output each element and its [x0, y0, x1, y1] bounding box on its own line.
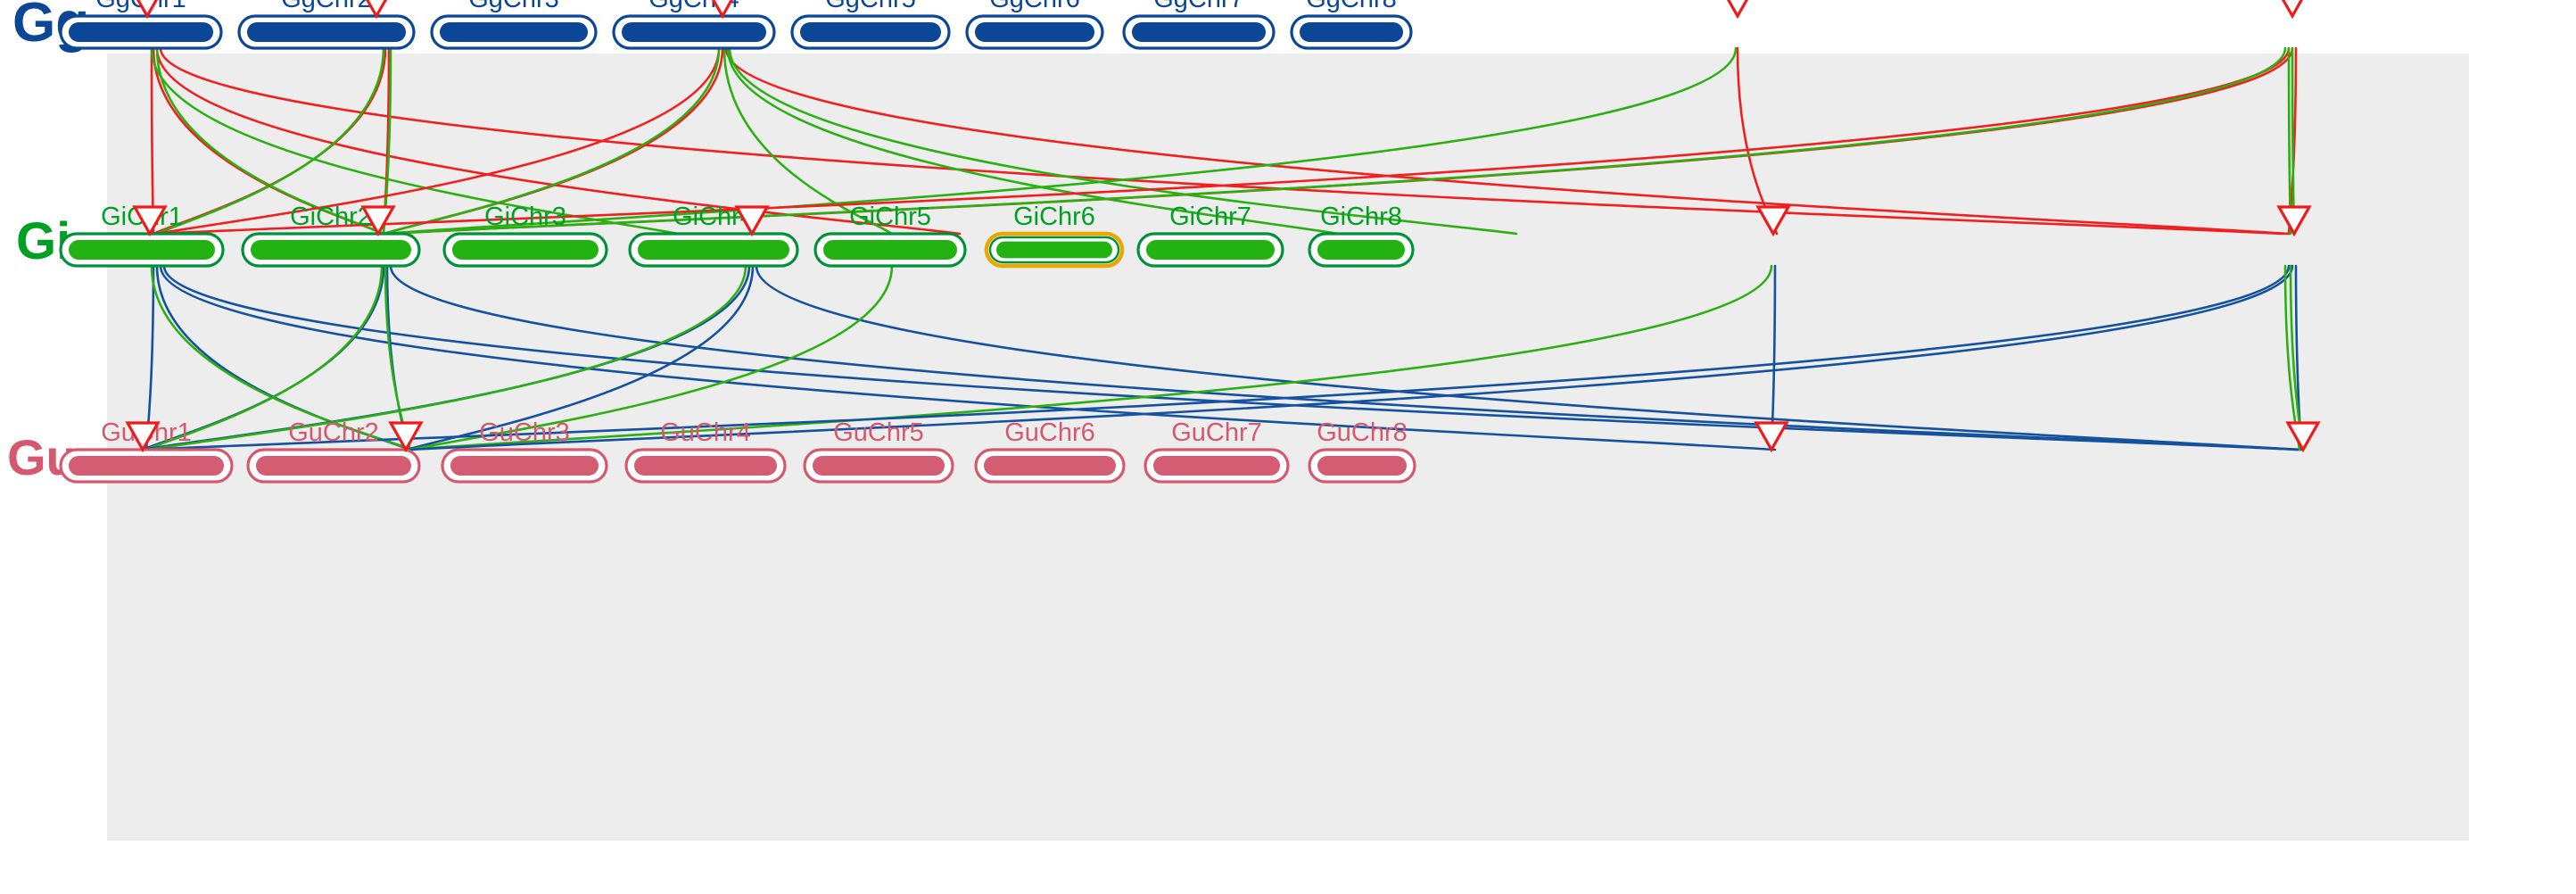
chromosome-label-GuChr2: GuChr2: [288, 418, 379, 447]
chromosome-fill-GgChr6: [975, 22, 1094, 42]
chromosome-fill-GiChr4: [638, 240, 789, 260]
synteny-link-green: [144, 264, 384, 451]
breakpoint-marker-Gg[interactable]: [707, 0, 738, 20]
chromosome-label-GuChr5: GuChr5: [833, 418, 924, 447]
chromosome-label-GiChr5: GiChr5: [849, 203, 931, 231]
breakpoint-marker-Gg[interactable]: [2277, 0, 2308, 20]
chromosome-label-GgChr5: GgChr5: [825, 0, 916, 13]
breakpoint-markers: [125, 0, 2321, 453]
synteny-link-green: [722, 46, 894, 236]
chromosome-fill-GiChr8: [1317, 240, 1405, 260]
chromosome-fill-GgChr8: [1300, 22, 1403, 42]
chromosome-fill-GgChr4: [622, 22, 766, 42]
synteny-link-red: [155, 46, 962, 236]
breakpoint-marker-Gu[interactable]: [2285, 421, 2321, 453]
synteny-link-green: [728, 46, 1518, 236]
synteny-link-green: [148, 264, 747, 451]
chromosome-fill-GgChr3: [440, 22, 588, 42]
chromosome-label-GgChr2: GgChr2: [281, 0, 372, 13]
synteny-link-red: [724, 46, 2291, 236]
chromosome-fill-GgChr1: [69, 22, 213, 42]
synteny-link-blue: [389, 264, 2303, 451]
chromosome-label-GgChr3: GgChr3: [468, 0, 559, 13]
chromosome-fill-GiChr5: [823, 240, 957, 260]
breakpoint-marker-Gi[interactable]: [360, 205, 396, 237]
chromosome-label-GuChr7: GuChr7: [1171, 418, 1262, 447]
chromosome-fill-GuChr4: [634, 456, 777, 476]
chromosome-label-GgChr7: GgChr7: [1153, 0, 1244, 13]
chromosome-label-GgChr6: GgChr6: [989, 0, 1080, 13]
chromosome-label-GiChr2: GiChr2: [290, 203, 372, 231]
chromosome-highlight-inner-GiChr6: [988, 236, 1120, 264]
chromosome-label-GuChr6: GuChr6: [1004, 418, 1095, 447]
chromosome-label-GiChr3: GiChr3: [484, 203, 566, 231]
chromosome-label-GuChr8: GuChr8: [1317, 418, 1408, 447]
synteny-link-blue: [159, 264, 1777, 451]
synteny-link-green: [382, 46, 2287, 236]
synteny-link-red: [155, 46, 721, 236]
synteny-link-green: [155, 46, 385, 236]
synteny-link-green: [405, 264, 1773, 451]
chromosome-row-Gg: GgGgChr1GgChr2GgChr3GgChr4GgChr5GgChr6Gg…: [12, 0, 1413, 54]
synteny-link-blue: [755, 264, 2299, 451]
chromosome-fill-GgChr7: [1132, 22, 1266, 42]
synteny-link-red: [159, 46, 2285, 236]
chromosome-fill-GuChr3: [450, 456, 599, 476]
synteny-link-blue: [407, 264, 2294, 451]
chromosome-fill-GgChr5: [800, 22, 941, 42]
chromosome-fill-GiChr2: [251, 240, 411, 260]
synteny-links-gg-gi: [150, 46, 2298, 236]
chromosome-fill-GuChr7: [1153, 456, 1280, 476]
synteny-link-green: [382, 46, 721, 236]
chromosome-fill-GgChr2: [247, 22, 406, 42]
chromosome-fill-GiChr6: [996, 241, 1112, 259]
breakpoint-marker-Gi[interactable]: [734, 205, 770, 237]
chromosome-label-GiChr6: GiChr6: [1013, 203, 1095, 231]
chromosome-fill-GuChr5: [813, 456, 945, 476]
synteny-link-green: [726, 46, 1340, 236]
synteny-link-green: [409, 264, 894, 451]
chromosome-fill-GuChr6: [984, 456, 1116, 476]
chromosome-label-GgChr8: GgChr8: [1306, 0, 1397, 13]
chromosome-fill-GiChr3: [452, 240, 599, 260]
synteny-link-blue: [405, 264, 755, 451]
chromosome-fill-GuChr2: [256, 456, 411, 476]
chromosome-fill-GuChr8: [1317, 456, 1407, 476]
synteny-link-blue: [162, 264, 2301, 451]
synteny-link-green: [382, 46, 1738, 236]
chromosome-label-GuChr4: GuChr4: [660, 418, 751, 447]
chromosome-row-Gi: GiGiChr1GiChr2GiChr3GiChr4GiChr5GiChr6Gi…: [16, 203, 1415, 270]
chromosome-fill-GuChr1: [69, 456, 224, 476]
breakpoint-marker-Gg[interactable]: [361, 0, 392, 20]
breakpoint-marker-Gu[interactable]: [1754, 421, 1789, 453]
chromosome-label-GuChr3: GuChr3: [479, 418, 570, 447]
chromosome-fill-GiChr7: [1146, 240, 1275, 260]
plot-background-panel: [107, 54, 2469, 840]
chromosome-label-GiChr8: GiChr8: [1320, 203, 1402, 231]
breakpoint-marker-Gu[interactable]: [125, 421, 161, 453]
breakpoint-marker-Gg[interactable]: [1722, 0, 1753, 20]
breakpoint-marker-Gi[interactable]: [1755, 205, 1791, 237]
breakpoint-marker-Gi[interactable]: [2276, 205, 2312, 237]
breakpoint-marker-Gi[interactable]: [132, 205, 168, 237]
breakpoint-marker-Gg[interactable]: [132, 0, 162, 20]
breakpoint-marker-Gu[interactable]: [388, 421, 424, 453]
chromosome-row-Gu: GuGuChr1GuChr2GuChr3GuChr4GuChr5GuChr6Gu…: [7, 418, 1416, 485]
chromosome-fill-GiChr1: [69, 240, 215, 260]
chromosome-label-GiChr7: GiChr7: [1169, 203, 1251, 231]
synteny-link-red: [155, 46, 2291, 236]
